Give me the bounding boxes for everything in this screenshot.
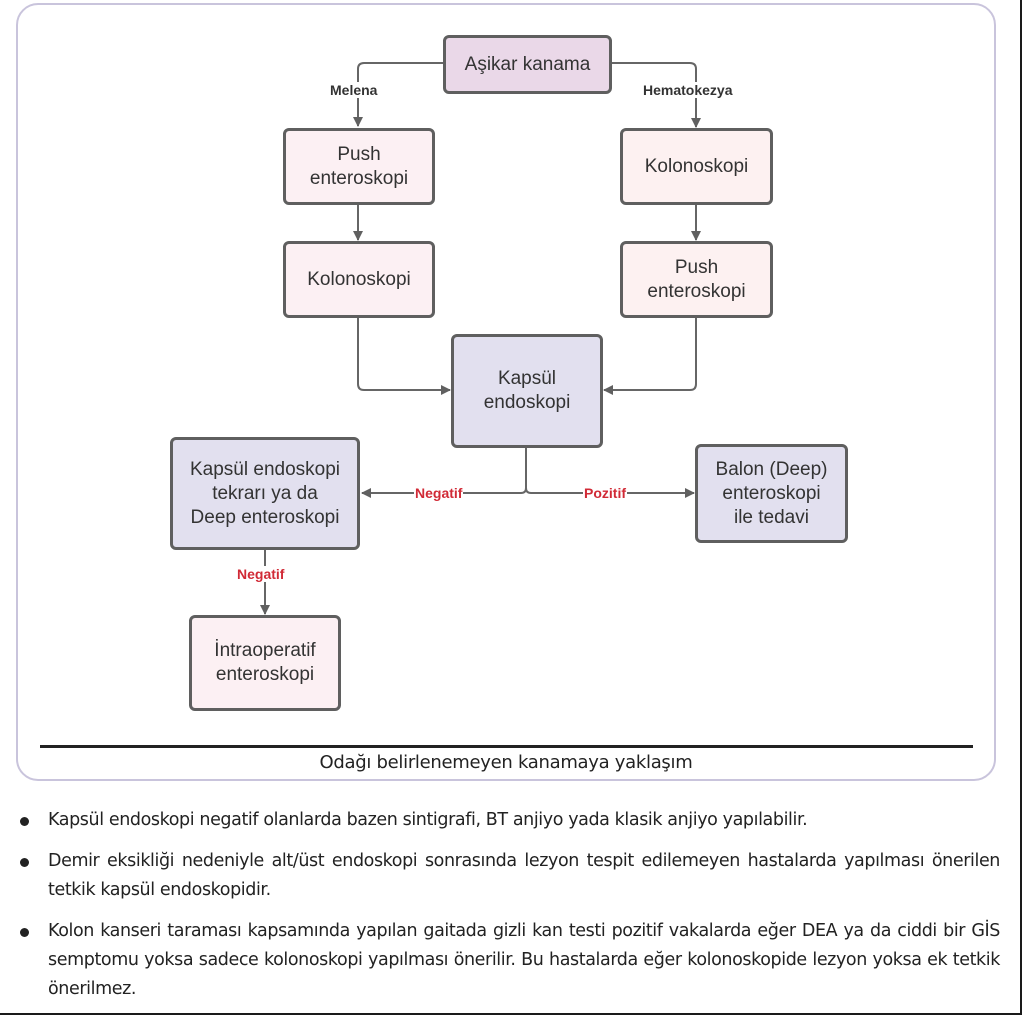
node-kolonoskopi-right: Kolonoskopi [620, 128, 773, 205]
node-kolonoskopi-left: Kolonoskopi [283, 241, 435, 318]
note-item: Kolon kanseri taraması kapsamında yapıla… [20, 917, 1000, 1004]
edge-label-negatif-2: Negatif [236, 566, 286, 582]
bullet-icon [20, 858, 29, 867]
edge-leftkolon-kapsul [357, 318, 451, 395]
edge-root-melena [353, 62, 444, 127]
edge-root-hematokezya [611, 62, 701, 128]
caption-divider [40, 745, 973, 748]
bullet-icon [20, 817, 29, 826]
edge-kapsul-pozitif [525, 487, 695, 498]
node-label: Kolonoskopi [644, 155, 749, 177]
note-item: Kapsül endoskopi negatif olanlarda bazen… [20, 806, 1000, 835]
edge-label-hematokezya: Hematokezya [642, 82, 734, 98]
edge-label-negatif: Negatif [414, 485, 464, 501]
node-label: Kolonoskopi [307, 268, 411, 290]
figure-caption: Odağı belirlenemeyen kanamaya yaklaşım [319, 752, 693, 773]
edge-rightpush-kapsul [603, 318, 697, 395]
edge-label-melena: Melena [329, 82, 379, 98]
node-label: Aşikar kanama [464, 53, 591, 75]
node-asikar-kanama: Aşikar kanama [443, 35, 612, 94]
note-item: Demir eksikliği nedeniyle alt/üst endosk… [20, 847, 1000, 905]
edge-label-pozitif: Pozitif [583, 485, 627, 501]
notes-list: Kapsül endoskopi negatif olanlarda bazen… [20, 806, 1000, 1016]
bullet-icon [20, 928, 29, 937]
